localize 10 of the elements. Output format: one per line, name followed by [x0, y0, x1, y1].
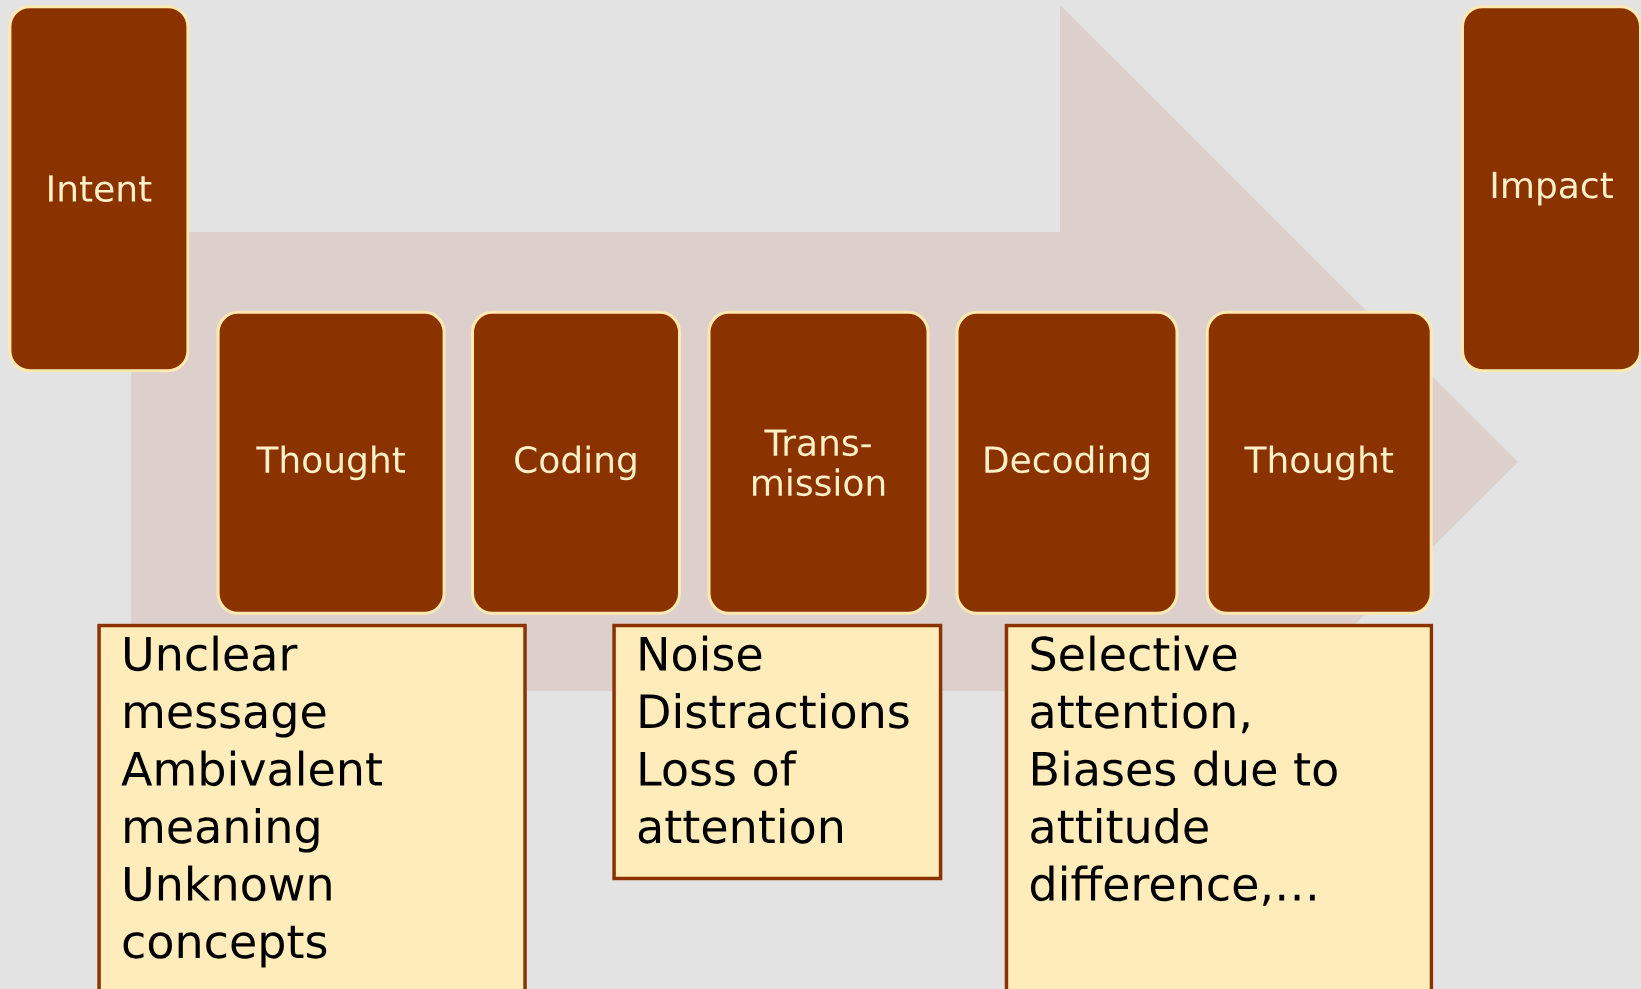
step-box: Impact	[1461, 5, 1641, 373]
step-box: Coding	[471, 310, 681, 615]
step-box: Trans- mission	[707, 310, 930, 615]
note-box: Selective attention, Biases due to attitude difference,…	[1004, 623, 1434, 989]
note-box: Unclear message Ambivalent meaning Unknown concepts	[97, 623, 527, 989]
step-box: Intent	[8, 5, 190, 373]
note-box: Noise Distractions Loss of attention	[612, 623, 943, 881]
step-box: Thought	[1205, 310, 1433, 615]
step-box: Decoding	[955, 310, 1179, 615]
step-box: Thought	[216, 310, 446, 615]
